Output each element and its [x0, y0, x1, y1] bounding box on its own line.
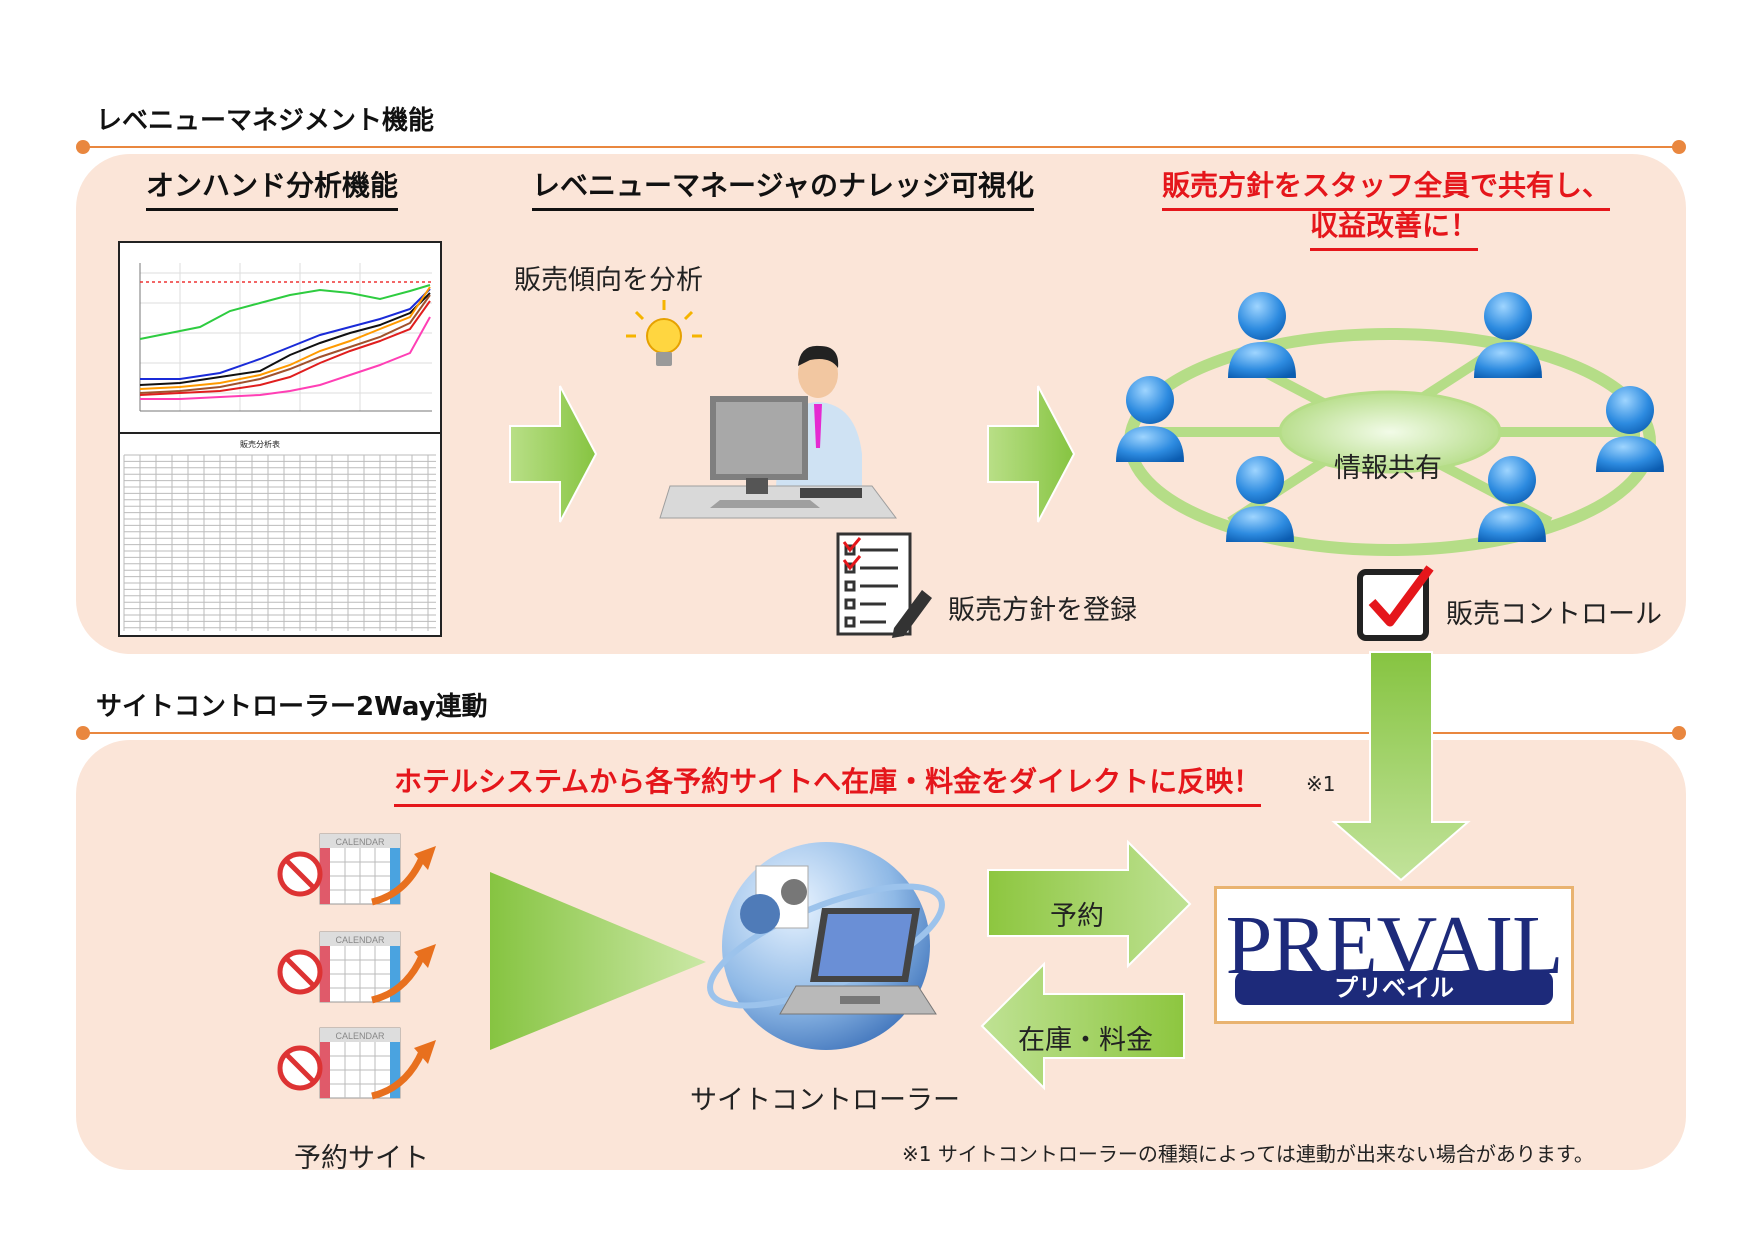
prevail-logo: PREVAIL プリベイル	[1214, 886, 1574, 1024]
analyze-label: 販売傾向を分析	[514, 265, 703, 296]
site-controller-illustration	[707, 842, 945, 1050]
flow-arrow-2	[987, 385, 1076, 523]
sitecontroller-section-title: サイトコントローラー2Way連動	[96, 692, 488, 722]
sitecontroller-heading: ホテルシステムから各予約サイトへ在庫・料金をダイレクトに反映！	[394, 760, 1262, 807]
share-heading-line1: 販売方針をスタッフ全員で共有し、	[1162, 164, 1611, 211]
svg-text:CALENDAR: CALENDAR	[335, 935, 385, 945]
revenue-section-title: レベニューマネジメント機能	[96, 106, 435, 136]
reservation-sites-label: 予約サイト	[294, 1143, 429, 1174]
divider2-dot-right	[1672, 726, 1686, 740]
footnote: ※1 サイトコントローラーの種類によっては連動が出来ない場合があります。	[902, 1142, 1594, 1166]
svg-text:CALENDAR: CALENDAR	[335, 837, 385, 847]
register-policy-label: 販売方針を登録	[948, 595, 1137, 626]
site-controller-label: サイトコントローラー	[690, 1085, 960, 1116]
inventory-rate-arrow	[980, 961, 1185, 1091]
report-title: 販売分析表	[240, 440, 280, 449]
flow-arrow-1	[509, 385, 598, 523]
calendar-icon: CALENDAR	[277, 931, 436, 1004]
onhand-heading: オンハンド分析機能	[146, 164, 399, 211]
analyst-at-computer-illustration	[659, 345, 897, 519]
lightbulb-icon	[626, 300, 702, 366]
calendar-icon: CALENDAR	[277, 1027, 436, 1100]
share-heading-line2: 収益改善に！	[1310, 204, 1479, 251]
reservation-arrow	[987, 839, 1192, 969]
knowledge-heading: レベニューマネージャのナレッジ可視化	[532, 164, 1035, 211]
checkbox-icon	[1357, 565, 1434, 641]
onhand-report-thumbnail: 販売分析表	[118, 241, 442, 637]
svg-text:CALENDAR: CALENDAR	[335, 1031, 385, 1041]
calendar-icon: CALENDAR	[277, 833, 436, 906]
revenue-section-divider	[83, 146, 1679, 148]
sales-control-label: 販売コントロール	[1446, 599, 1662, 630]
sitecontroller-section-divider	[83, 732, 1679, 734]
onhand-line-chart	[120, 243, 440, 631]
aggregation-triangle	[490, 872, 706, 1050]
info-share-network	[1116, 292, 1664, 556]
inventory-rate-arrow-label: 在庫・料金	[1018, 1025, 1153, 1056]
reservation-site-calendars: CALENDAR CALENDAR CALENDAR	[277, 833, 436, 1100]
divider-dot-right	[1672, 140, 1686, 154]
down-arrow-to-prevail	[1331, 651, 1471, 882]
prevail-logo-kana: プリベイル	[1235, 971, 1553, 1005]
reservation-arrow-label: 予約	[1050, 901, 1104, 932]
info-share-label: 情報共有	[1334, 453, 1442, 484]
checklist-pen-icon	[836, 532, 932, 638]
heading-note-mark: ※1	[1306, 772, 1336, 796]
